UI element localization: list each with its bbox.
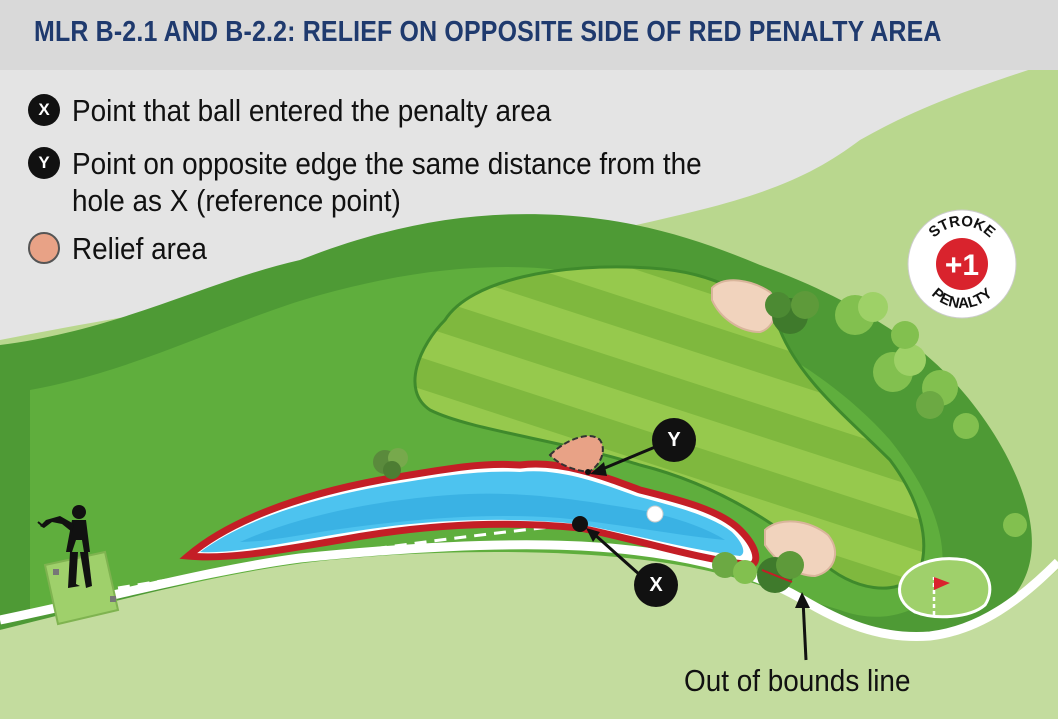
tree-icon	[891, 321, 919, 349]
tree-icon	[373, 448, 408, 479]
point-x-marker	[572, 516, 588, 532]
x-marker-icon: X	[28, 94, 60, 126]
tree-icon	[916, 370, 958, 419]
golfer-silhouette	[37, 505, 92, 588]
out-of-bounds-line	[0, 540, 1058, 642]
callout-arrow-x	[586, 528, 641, 577]
legend-y-text-line2: hole as X (reference point)	[72, 183, 401, 218]
relief-area	[548, 435, 604, 474]
tee-marker	[53, 569, 59, 575]
y-marker-icon: Y	[28, 147, 60, 179]
tree-icon	[873, 344, 926, 392]
callout-arrow-oob	[795, 592, 810, 661]
relief-area-swatch	[28, 232, 60, 264]
out-of-bounds-label: Out of bounds line	[684, 663, 911, 698]
putting-green	[898, 557, 992, 619]
legend-item-relief: Relief area	[28, 230, 222, 267]
badge-value: +1	[945, 249, 979, 282]
water-depth	[240, 493, 725, 542]
golf-ball-icon	[646, 505, 664, 523]
legend-y-text-line1: Point on opposite edge the same distance…	[72, 146, 702, 181]
page-title: MLR B-2.1 AND B-2.2: RELIEF ON OPPOSITE …	[34, 16, 942, 48]
stroke-penalty-badge: STROKE +1 PENALTY	[907, 209, 1017, 319]
tree-icon	[712, 552, 757, 584]
point-y-marker	[585, 469, 591, 475]
tree-icon	[765, 291, 819, 334]
title-bar: MLR B-2.1 AND B-2.2: RELIEF ON OPPOSITE …	[0, 0, 1058, 70]
tree-icon	[835, 292, 888, 335]
tee-box	[43, 550, 120, 626]
tree-icon	[953, 413, 979, 439]
tree-icon	[757, 551, 804, 593]
callout-y: Y	[652, 418, 696, 462]
callout-arrow-y	[590, 443, 661, 476]
legend-x-text: Point that ball entered the penalty area	[72, 93, 552, 128]
legend-relief-text: Relief area	[72, 231, 207, 266]
legend-item-x: X Point that ball entered the penalty ar…	[28, 92, 605, 129]
tee-marker	[110, 596, 116, 602]
flag-icon	[932, 577, 950, 615]
tree-icon	[1003, 513, 1027, 537]
badge-center	[936, 238, 988, 290]
legend-item-y: Y Point on opposite edge the same distan…	[28, 145, 772, 219]
callout-x: X	[634, 563, 678, 607]
foreground-grass	[0, 552, 1058, 719]
